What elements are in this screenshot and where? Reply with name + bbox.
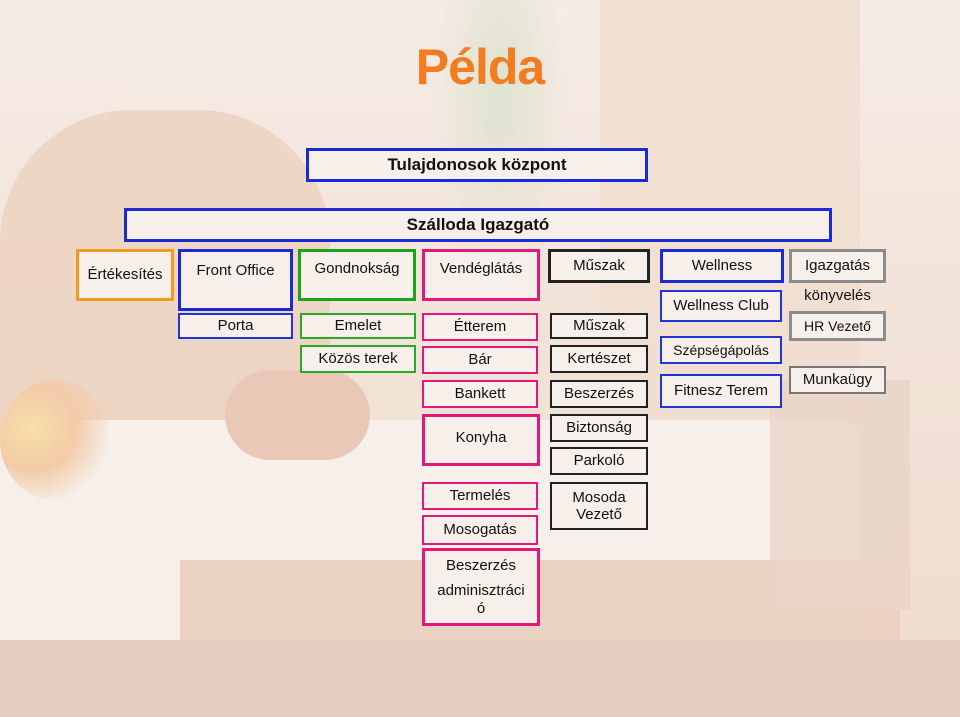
unit-parking: Parkoló (550, 447, 648, 475)
page-title: Példa (415, 39, 545, 95)
dept-sales: Értékesítés (76, 249, 174, 301)
owners-box: Tulajdonosok központ (306, 148, 648, 182)
unit-production: Termelés (422, 482, 538, 510)
unit-fitness-room: Fitnesz Terem (660, 374, 782, 408)
director-box: Szálloda Igazgató (124, 208, 832, 242)
dept-wellness: Wellness (660, 249, 784, 283)
admin-label: adminisztráci ó (437, 582, 525, 617)
unit-gardening: Kertészet (550, 345, 648, 373)
unit-purchasing: Beszerzés (550, 380, 648, 408)
unit-technical: Műszak (550, 313, 648, 339)
unit-bar: Bár (422, 346, 538, 374)
procurement-label: Beszerzés (445, 557, 517, 574)
unit-common-areas: Közös terek (300, 345, 416, 373)
unit-security: Biztonság (550, 414, 648, 442)
dept-technical: Műszak (548, 249, 650, 283)
unit-labor-affairs: Munkaügy (789, 366, 886, 394)
unit-wellness-club: Wellness Club (660, 290, 782, 322)
unit-accounting: könyvelés (804, 287, 871, 305)
unit-beauty-care: Szépségápolás (660, 336, 782, 364)
unit-banquet: Bankett (422, 380, 538, 408)
dept-catering: Vendéglátás (422, 249, 540, 301)
unit-kitchen: Konyha (422, 414, 540, 466)
unit-emelet: Emelet (300, 313, 416, 339)
unit-dishwashing: Mosogatás (422, 515, 538, 545)
unit-restaurant: Étterem (422, 313, 538, 341)
unit-procurement-admin: Beszerzés adminisztráci ó (422, 548, 540, 626)
unit-hr-manager: HR Vezető (789, 311, 886, 341)
unit-laundry-manager: Mosoda Vezető (550, 482, 648, 530)
dept-management: Igazgatás (789, 249, 886, 283)
dept-front-office: Front Office (178, 249, 293, 311)
dept-housekeeping: Gondnokság (298, 249, 416, 301)
unit-porta: Porta (178, 313, 293, 339)
